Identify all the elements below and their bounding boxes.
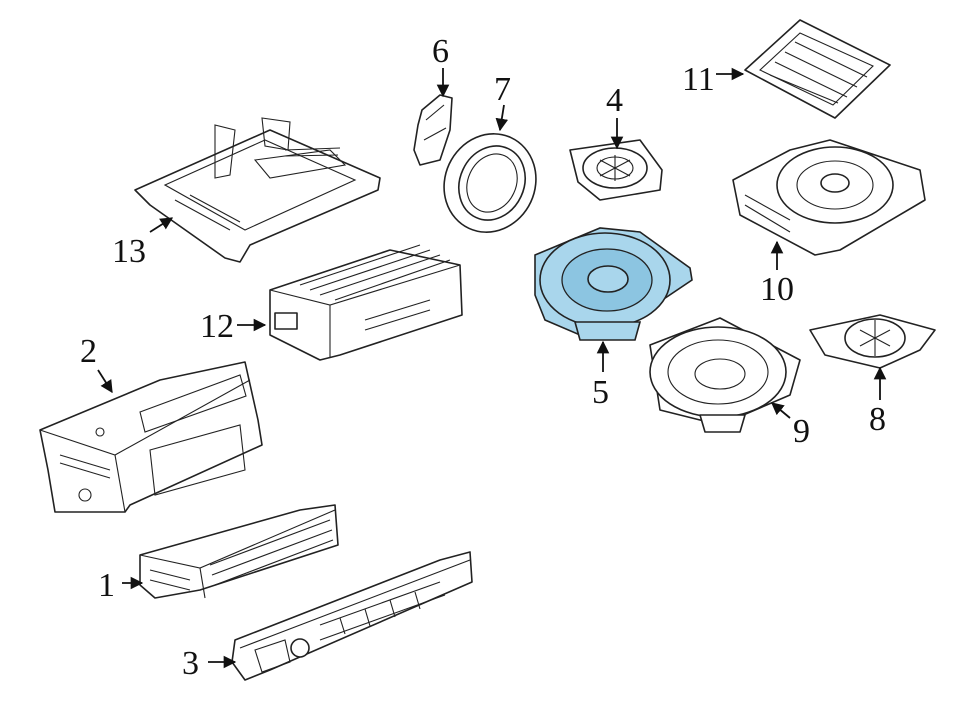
part-8-small-tweeter[interactable]: [809, 314, 936, 369]
callout-labels: 1 2 3 4 5 6 7 8 9 10 11 12 13: [80, 33, 886, 682]
callout-11: 11: [682, 61, 715, 98]
callout-10: 10: [760, 271, 794, 308]
part-10-subwoofer-housing[interactable]: [732, 139, 926, 256]
callout-1: 1: [98, 567, 115, 604]
callout-12: 12: [200, 308, 234, 345]
callout-3: 3: [182, 645, 199, 682]
part-12-amplifier-module[interactable]: [269, 244, 463, 361]
part-2-head-unit[interactable]: [39, 361, 263, 513]
part-4-tweeter[interactable]: [569, 139, 663, 201]
callout-6: 6: [432, 33, 449, 70]
callout-8: 8: [869, 401, 886, 438]
callout-2: 2: [80, 333, 97, 370]
callout-4: 4: [606, 82, 623, 119]
part-3-switch-panel[interactable]: [231, 551, 473, 681]
callout-7: 7: [494, 71, 511, 108]
part-6-tweeter-cover[interactable]: [413, 94, 453, 166]
callout-9: 9: [793, 413, 810, 450]
part-9-speaker[interactable]: [649, 317, 801, 433]
part-7-speaker-ring[interactable]: [428, 119, 552, 248]
leader-lines: [97, 67, 887, 669]
part-11-grille[interactable]: [744, 19, 891, 119]
callout-13: 13: [112, 233, 146, 270]
part-13-mounting-bracket[interactable]: [134, 117, 381, 263]
part-1-control-unit[interactable]: [139, 504, 339, 599]
callout-5: 5: [592, 374, 609, 411]
part-5-speaker-highlighted[interactable]: [534, 227, 693, 341]
